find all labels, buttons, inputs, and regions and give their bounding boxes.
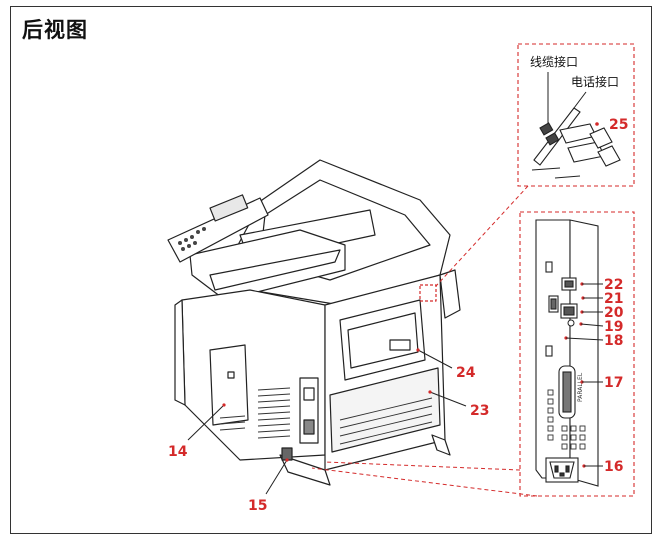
callout-22: 22 [604, 277, 623, 293]
inset-connector-lines [311, 185, 538, 497]
page-title: 后视图 [22, 18, 88, 42]
inset-phone-ports: 线缆接口 电话接口 25 [517, 43, 635, 187]
callout-18: 18 [604, 333, 623, 349]
main-callouts: 14 15 24 23 [168, 348, 489, 514]
dot-25 [595, 122, 599, 126]
callout-15: 15 [248, 498, 267, 514]
callout-16: 16 [604, 459, 623, 475]
parallel-port-label: PARALLEL [577, 372, 584, 402]
label-phone-port: 电话接口 [571, 74, 619, 89]
callout-20: 20 [604, 305, 624, 321]
inset-rear-port-panel: PARALLEL 22 21 20 19 18 17 16 [519, 211, 635, 497]
callout-17: 17 [604, 375, 623, 391]
callout-21: 21 [604, 291, 623, 307]
callout-23: 23 [470, 403, 489, 419]
callout-24: 24 [456, 365, 476, 381]
label-cable-port: 线缆接口 [530, 54, 578, 69]
printer-illustration [167, 159, 461, 486]
callout-14: 14 [168, 444, 188, 460]
callout-25: 25 [609, 117, 628, 133]
callout-19: 19 [604, 319, 623, 335]
